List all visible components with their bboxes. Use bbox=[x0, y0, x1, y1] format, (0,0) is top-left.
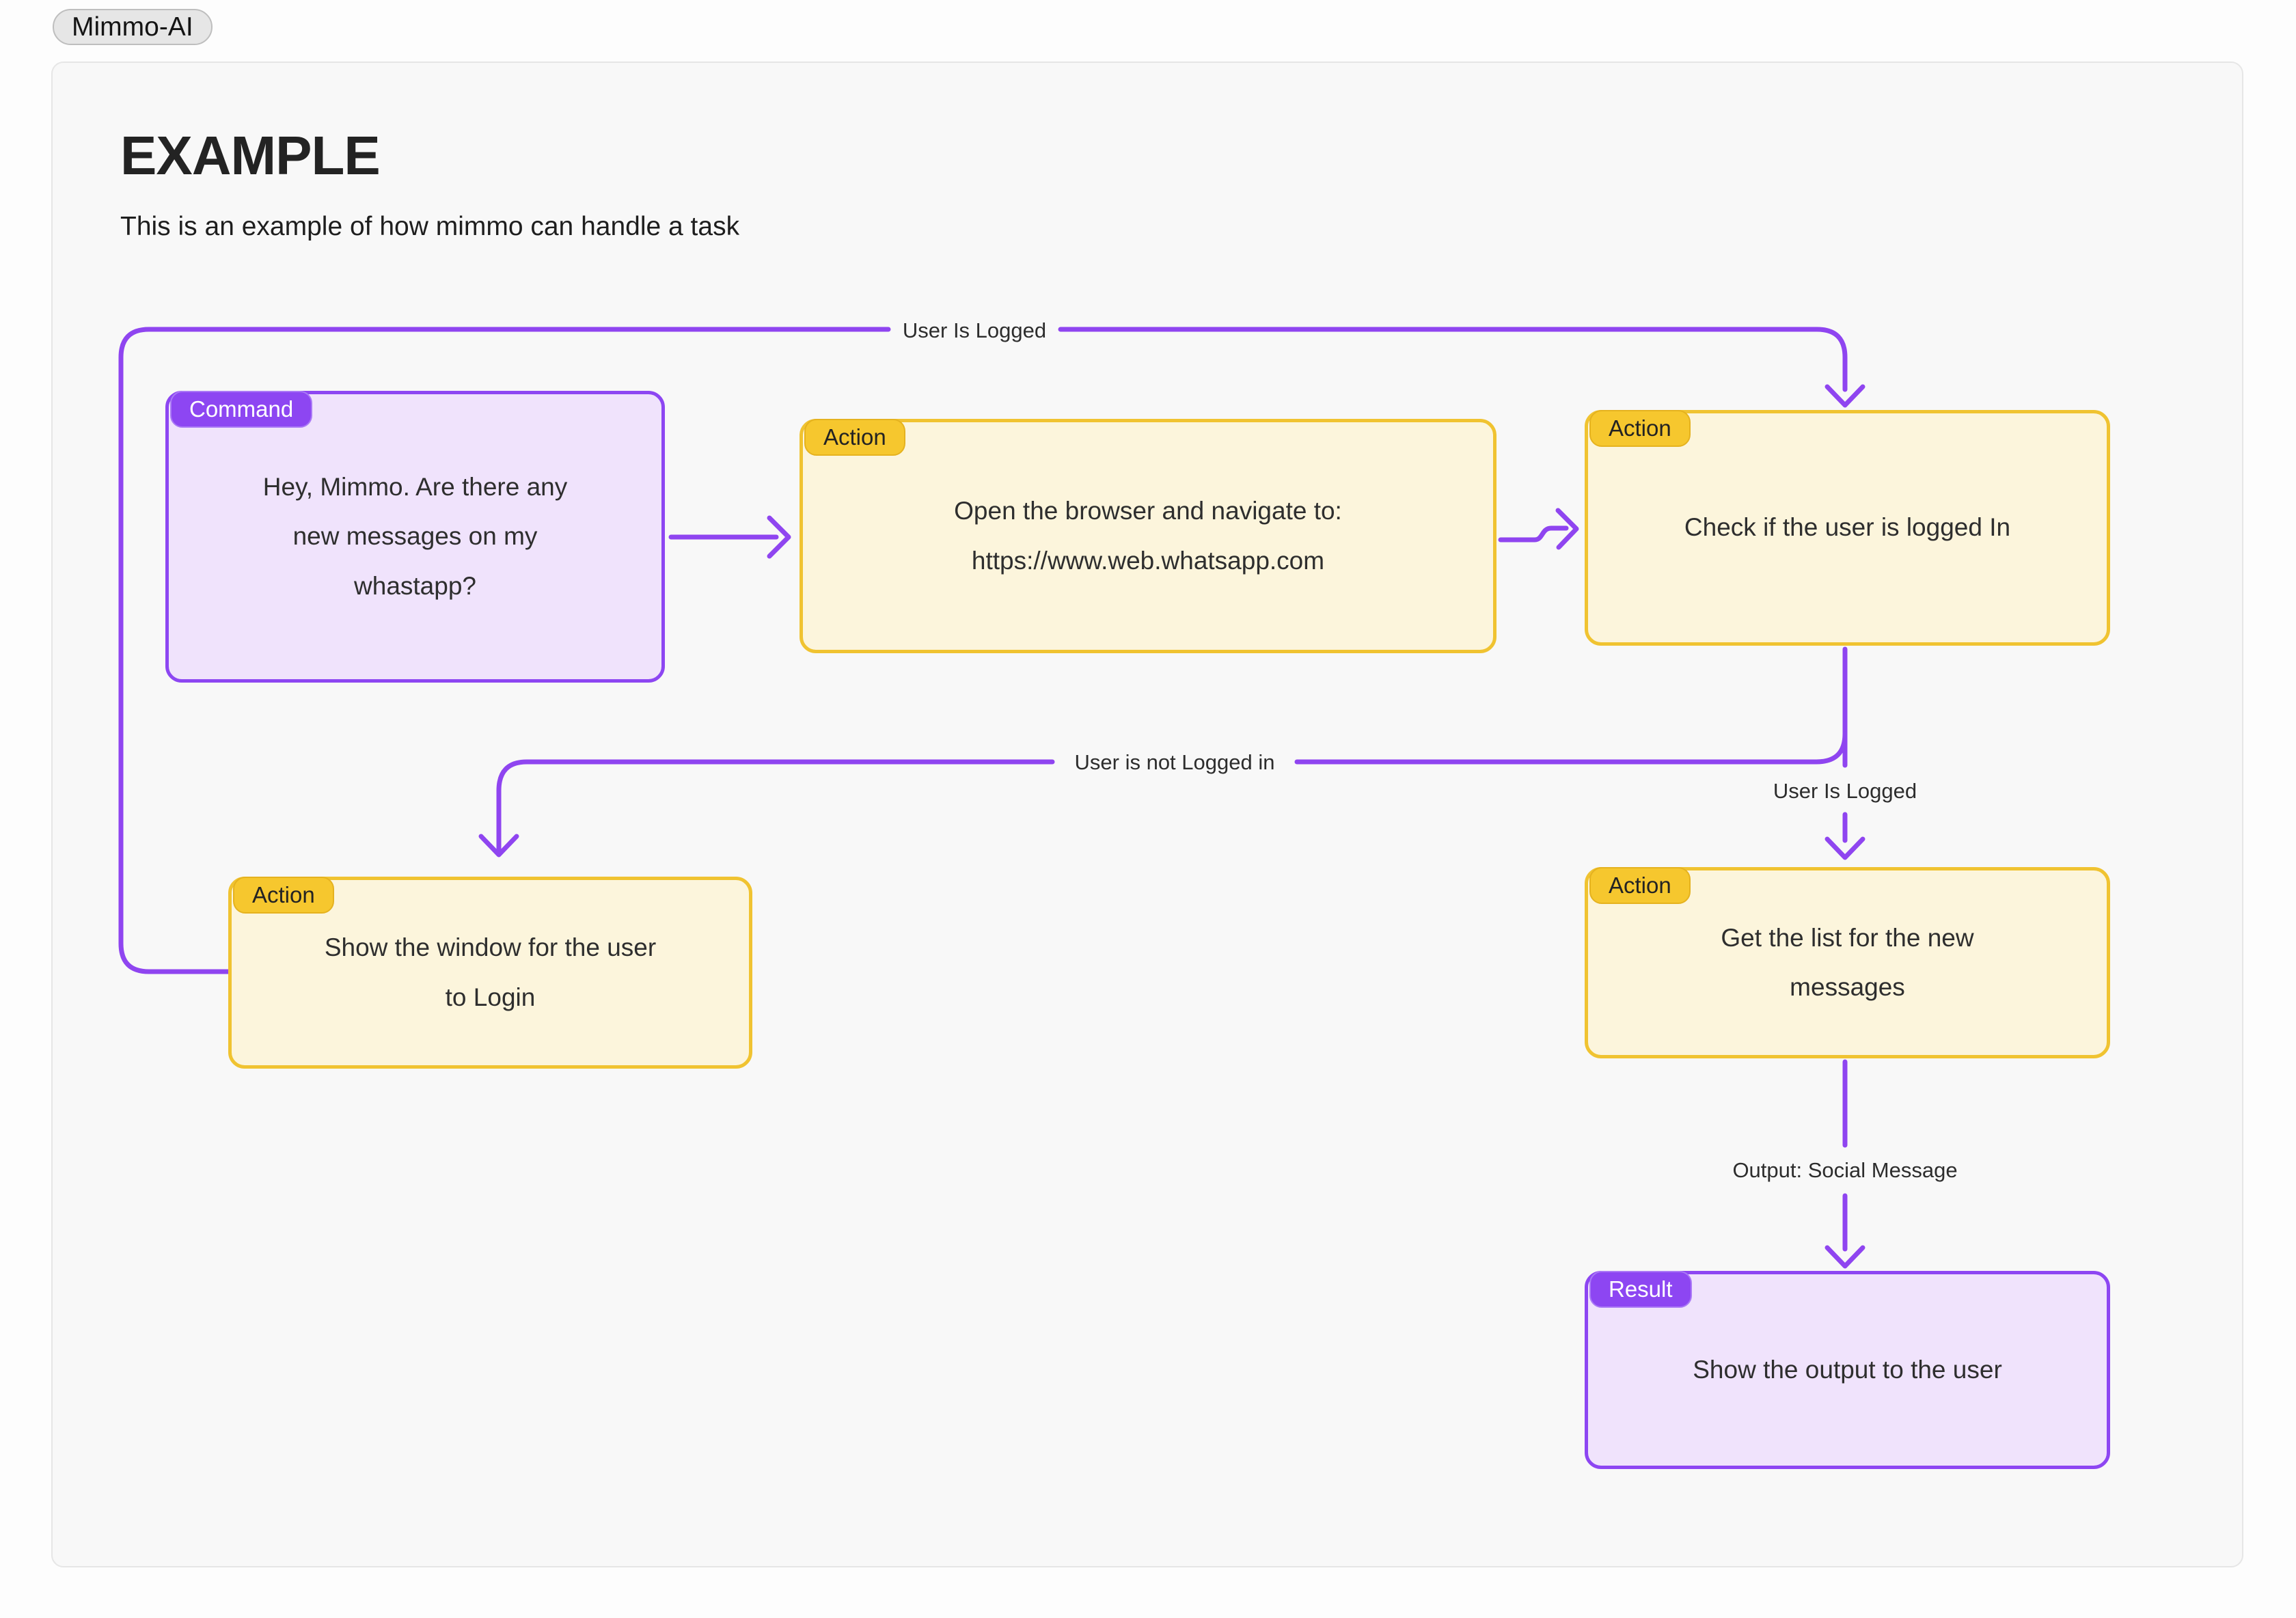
edge-label-user-is-logged-right: User Is Logged bbox=[1773, 779, 1917, 803]
edge-messages-to-result-arrowhead-icon bbox=[1824, 1245, 1866, 1269]
node-action-get-messages-text: Get the list for the new messages bbox=[1721, 923, 1974, 1001]
node-action-check-login-text: Check if the user is logged In bbox=[1684, 513, 2011, 542]
edge-check-to-login-horizontal bbox=[1294, 731, 1848, 765]
node-result[interactable]: Result Show the output to the user bbox=[1585, 1271, 2110, 1469]
node-action-show-login-badge: Action bbox=[233, 877, 334, 914]
edge-check-to-login-left-turn bbox=[496, 759, 1055, 854]
edge-login-to-check-arrowhead-icon bbox=[1824, 384, 1866, 408]
node-command[interactable]: Command Hey, Mimmo. Are there any new me… bbox=[165, 391, 665, 683]
node-action-show-login-text: Show the window for the user to Login bbox=[324, 933, 657, 1011]
node-action-open-browser-text: Open the browser and navigate to: https:… bbox=[954, 497, 1342, 575]
node-action-open-browser-badge: Action bbox=[804, 419, 905, 456]
app-tab-mimmo-ai[interactable]: Mimmo-AI bbox=[53, 9, 213, 45]
edge-login-to-check-right-segment bbox=[1058, 327, 1848, 392]
edge-label-user-is-logged-top: User Is Logged bbox=[902, 318, 1047, 342]
node-command-badge: Command bbox=[170, 391, 313, 428]
node-action-show-login[interactable]: Action Show the window for the user to L… bbox=[228, 877, 752, 1069]
node-command-text: Hey, Mimmo. Are there any new messages o… bbox=[262, 473, 568, 600]
node-result-text: Show the output to the user bbox=[1693, 1355, 2002, 1384]
page-title: EXAMPLE bbox=[120, 125, 381, 186]
app-tab-label: Mimmo-AI bbox=[72, 12, 193, 42]
node-action-check-login-badge: Action bbox=[1589, 410, 1691, 447]
edge-check-to-login-arrowhead-icon bbox=[478, 834, 519, 858]
node-action-check-login[interactable]: Action Check if the user is logged In bbox=[1585, 410, 2110, 646]
node-action-get-messages[interactable]: Action Get the list for the new messages bbox=[1585, 867, 2110, 1058]
edge-label-output-social-message: Output: Social Message bbox=[1732, 1158, 1958, 1182]
node-result-badge: Result bbox=[1589, 1271, 1692, 1308]
edge-login-to-check-left-segment bbox=[118, 327, 891, 974]
edge-command-to-browser-arrowhead-icon bbox=[767, 515, 791, 559]
page-subtitle: This is an example of how mimmo can hand… bbox=[120, 212, 740, 241]
edge-browser-to-check bbox=[1498, 525, 1569, 543]
node-action-get-messages-badge: Action bbox=[1589, 867, 1691, 904]
edge-check-to-messages-arrowhead-icon bbox=[1824, 836, 1866, 860]
node-action-open-browser[interactable]: Action Open the browser and navigate to:… bbox=[800, 419, 1496, 653]
edge-browser-to-check-arrowhead-icon bbox=[1555, 508, 1579, 550]
edge-label-user-not-logged: User is not Logged in bbox=[1074, 750, 1275, 774]
